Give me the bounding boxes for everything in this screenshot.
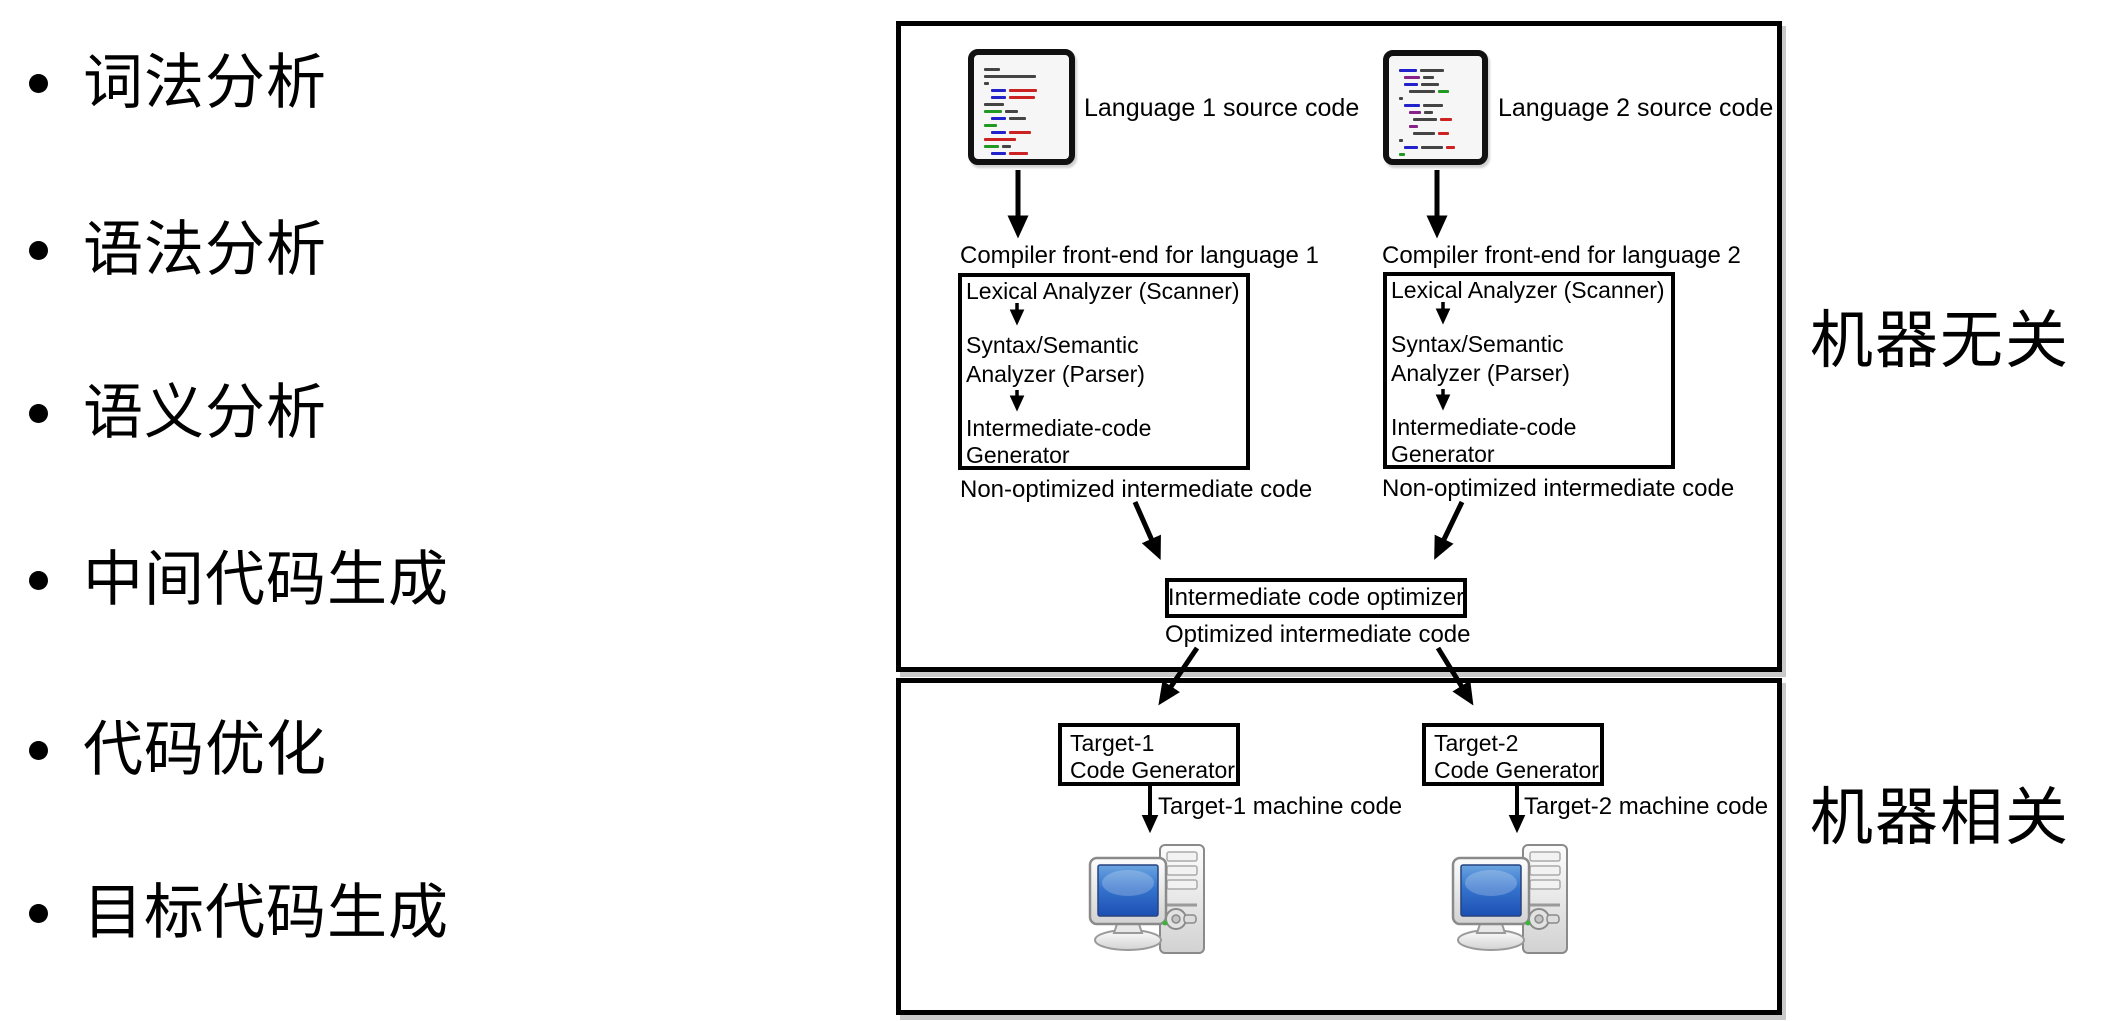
frontend-1-box	[958, 273, 1250, 470]
frontend-1-syntax-label-line2: Analyzer (Parser)	[966, 361, 1145, 387]
frontend-1-intermediate-label-line2: Generator	[966, 442, 1070, 468]
list-item: 中间代码生成	[29, 547, 449, 613]
list-item: 语义分析	[29, 380, 327, 446]
target-1-machine-code-label: Target-1 machine code	[1158, 793, 1403, 820]
frontend-2-box	[1383, 272, 1675, 469]
target-2-label-line2: Code Generator	[1434, 757, 1599, 783]
target-2-label-line1: Target-2	[1434, 730, 1519, 756]
machine-dependent-region-box	[896, 678, 1782, 1015]
bullet-label: 中间代码生成	[83, 546, 449, 613]
bullet-icon	[29, 73, 48, 93]
machine-independent-label: 机器无关	[1810, 306, 2070, 376]
language-1-source-label: Language 1 source code	[1084, 94, 1360, 122]
bullet-icon	[29, 403, 48, 423]
source-code-icon	[968, 49, 1075, 165]
frontend-2-intermediate-label-line2: Generator	[1391, 441, 1495, 467]
intermediate-code-optimizer-box: Intermediate code optimizer	[1165, 578, 1467, 618]
language-2-source-label: Language 2 source code	[1498, 94, 1774, 122]
bullet-icon	[29, 570, 48, 590]
optimized-code-label: Optimized intermediate code	[1165, 621, 1471, 648]
list-item: 语法分析	[29, 217, 327, 283]
frontend-1-title: Compiler front-end for language 1	[960, 242, 1319, 269]
nonoptimized-code-label-2: Non-optimized intermediate code	[1382, 475, 1735, 502]
frontend-1-syntax-label-line1: Syntax/Semantic	[966, 332, 1139, 358]
intermediate-code-optimizer-label: Intermediate code optimizer	[1167, 584, 1465, 611]
list-item: 目标代码生成	[29, 880, 449, 946]
bullet-label: 语法分析	[83, 216, 327, 283]
bullet-label: 代码优化	[83, 716, 327, 783]
frontend-1-lexical-label: Lexical Analyzer (Scanner)	[966, 278, 1240, 304]
list-item: 代码优化	[29, 717, 327, 783]
target-2-code-generator-box: Target-2 Code Generator	[1422, 723, 1604, 786]
bullet-label: 语义分析	[83, 379, 327, 446]
target-1-code-generator-box: Target-1 Code Generator	[1058, 723, 1240, 786]
nonoptimized-code-label-1: Non-optimized intermediate code	[960, 476, 1313, 503]
target-2-machine-code-label: Target-2 machine code	[1524, 793, 1769, 820]
target-1-label-line2: Code Generator	[1070, 757, 1235, 783]
list-item: 词法分析	[29, 50, 327, 116]
target-1-label-line1: Target-1	[1070, 730, 1155, 756]
machine-dependent-label: 机器相关	[1810, 783, 2070, 853]
bullet-icon	[29, 740, 48, 760]
bullet-icon	[29, 240, 48, 260]
frontend-2-title: Compiler front-end for language 2	[1382, 242, 1741, 269]
frontend-1-intermediate-label-line1: Intermediate-code	[966, 415, 1152, 441]
source-code-icon	[1383, 50, 1488, 165]
bullet-label: 目标代码生成	[83, 879, 449, 946]
bullet-label: 词法分析	[83, 49, 327, 116]
bullet-icon	[29, 903, 48, 923]
frontend-2-syntax-label-line1: Syntax/Semantic	[1391, 331, 1564, 357]
frontend-2-intermediate-label-line1: Intermediate-code	[1391, 414, 1577, 440]
frontend-2-syntax-label-line2: Analyzer (Parser)	[1391, 360, 1570, 386]
frontend-2-lexical-label: Lexical Analyzer (Scanner)	[1391, 277, 1665, 303]
